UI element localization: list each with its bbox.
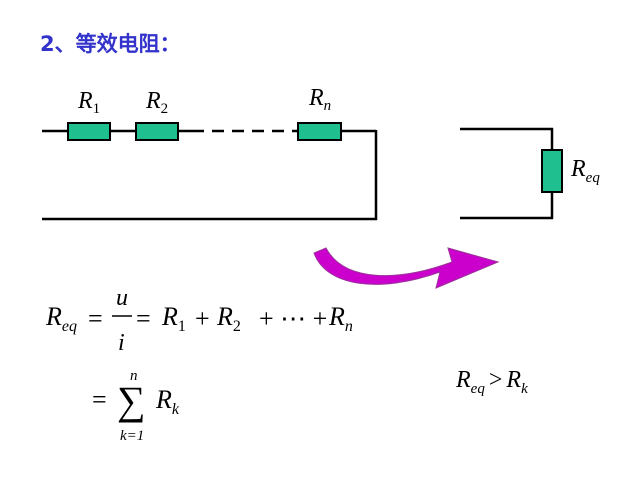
summation-term: Rk bbox=[155, 385, 180, 418]
formula-equals-3: = bbox=[92, 385, 107, 414]
inequality: Req>Rk bbox=[455, 367, 528, 397]
formula-equals-1: = bbox=[88, 304, 103, 333]
summation-sign: ∑ bbox=[117, 378, 146, 423]
formula-term-r2: R2 bbox=[216, 302, 241, 335]
label-r2: R2 bbox=[145, 88, 168, 117]
equivalent-circuit bbox=[460, 127, 554, 220]
formula-term-r1: R1 bbox=[161, 302, 186, 335]
fraction-numerator: u bbox=[116, 285, 128, 311]
label-r1: R1 bbox=[77, 88, 100, 117]
formula-term-rn: Rn bbox=[328, 302, 353, 335]
resistor-r1 bbox=[67, 122, 111, 141]
transform-arrow-icon bbox=[313, 247, 500, 289]
formula-ellipsis: + ⋯ + bbox=[259, 304, 327, 333]
formula-equals-2: = bbox=[136, 304, 151, 333]
series-circuit bbox=[42, 129, 378, 221]
formula-lhs: Req bbox=[45, 302, 77, 335]
summation-lower-limit: k=1 bbox=[120, 428, 144, 444]
resistor-rn bbox=[297, 122, 342, 141]
slide-title: 2、等效电阻： bbox=[40, 32, 181, 56]
formula-plus: + bbox=[195, 304, 210, 333]
label-rn: Rn bbox=[308, 85, 331, 114]
fraction-denominator: i bbox=[118, 330, 125, 356]
label-req: Req bbox=[570, 156, 600, 186]
resistor-req bbox=[541, 149, 563, 193]
summation-upper-limit: n bbox=[130, 368, 138, 384]
resistor-r2 bbox=[135, 122, 179, 141]
